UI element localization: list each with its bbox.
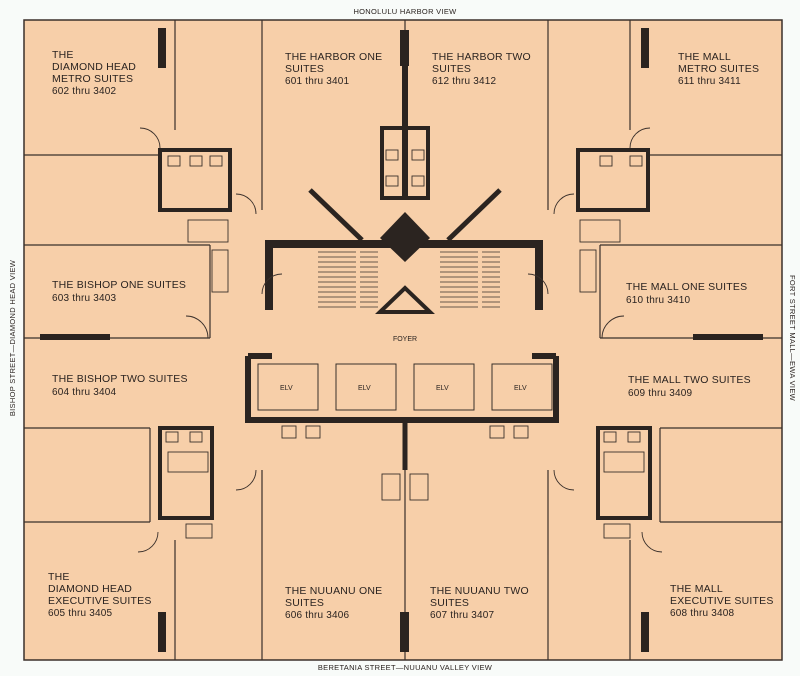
stair-treads [318, 251, 500, 308]
elevator-car [257, 363, 319, 411]
door-swings [137, 127, 663, 553]
elevator-bank: ELV ELV ELV ELV [257, 363, 553, 411]
elevator-car [413, 363, 475, 411]
top-view-label: HONOLULU HARBOR VIEW [353, 7, 457, 16]
structural-walls [24, 20, 782, 660]
bottom-view-label: BERETANIA STREET—NUUANU VALLEY VIEW [318, 663, 493, 672]
right-view-label: FORT STREET MALL—EWA VIEW [788, 275, 797, 402]
elevator-label: ELV [280, 385, 293, 392]
left-view-label: BISHOP STREET—DIAMOND HEAD VIEW [8, 259, 17, 416]
elevator-car [335, 363, 397, 411]
elevator-car [491, 363, 553, 411]
elevator-label: ELV [436, 385, 449, 392]
elevator-label: ELV [358, 385, 371, 392]
elevator-label: ELV [514, 385, 527, 392]
plumbing-fixtures [165, 149, 645, 539]
foyer-label: FOYER [393, 336, 417, 343]
